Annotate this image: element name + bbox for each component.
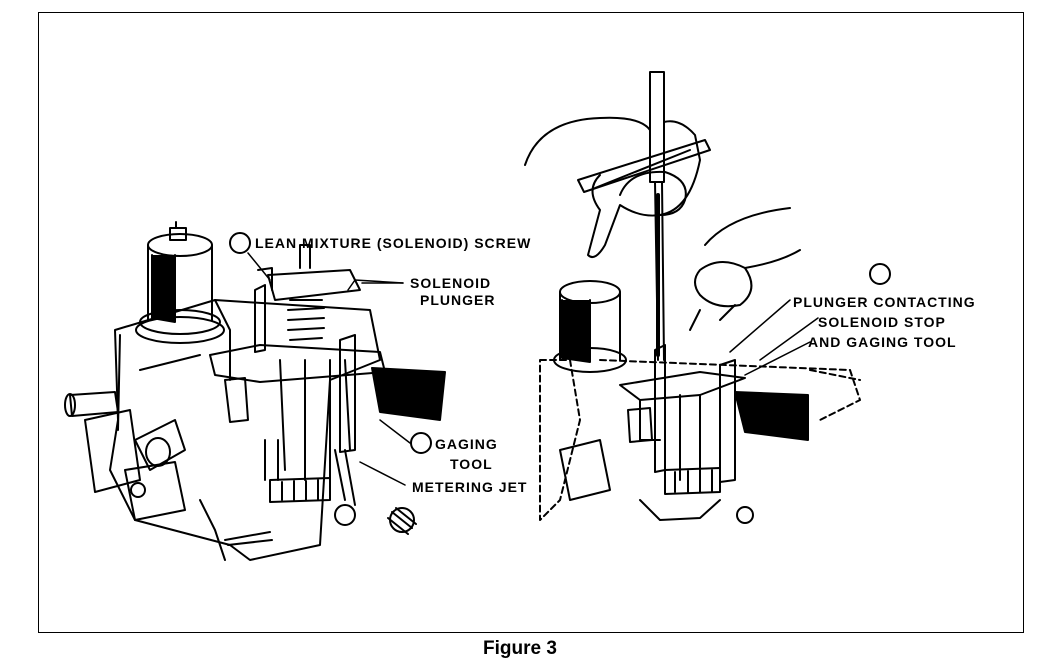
plunger-contacting-label-line1: PLUNGER CONTACTING (793, 294, 976, 310)
metering-jet-label: METERING JET (412, 479, 528, 495)
plunger-contacting-label-line3: AND GAGING TOOL (808, 334, 957, 350)
figure-caption: Figure 3 (483, 638, 557, 659)
plunger-contacting-label-line2: SOLENOID STOP (818, 314, 946, 330)
solenoid-plunger-label-line1: SOLENOID (410, 275, 492, 291)
figure-frame (38, 12, 1024, 633)
right-carburetor (524, 71, 861, 524)
gaging-tool-label-line2: TOOL (450, 456, 493, 472)
lean-mixture-marker (229, 232, 251, 254)
solenoid-plunger-label-line2: PLUNGER (420, 292, 496, 308)
gaging-tool-label-line1: GAGING (435, 436, 498, 452)
gaging-tool-marker (410, 432, 432, 454)
leader-lines (247, 252, 819, 486)
left-carburetor (64, 221, 446, 561)
lean-mixture-screw-label: LEAN MIXTURE (SOLENOID) SCREW (255, 235, 532, 251)
plunger-contacting-marker (869, 263, 891, 285)
